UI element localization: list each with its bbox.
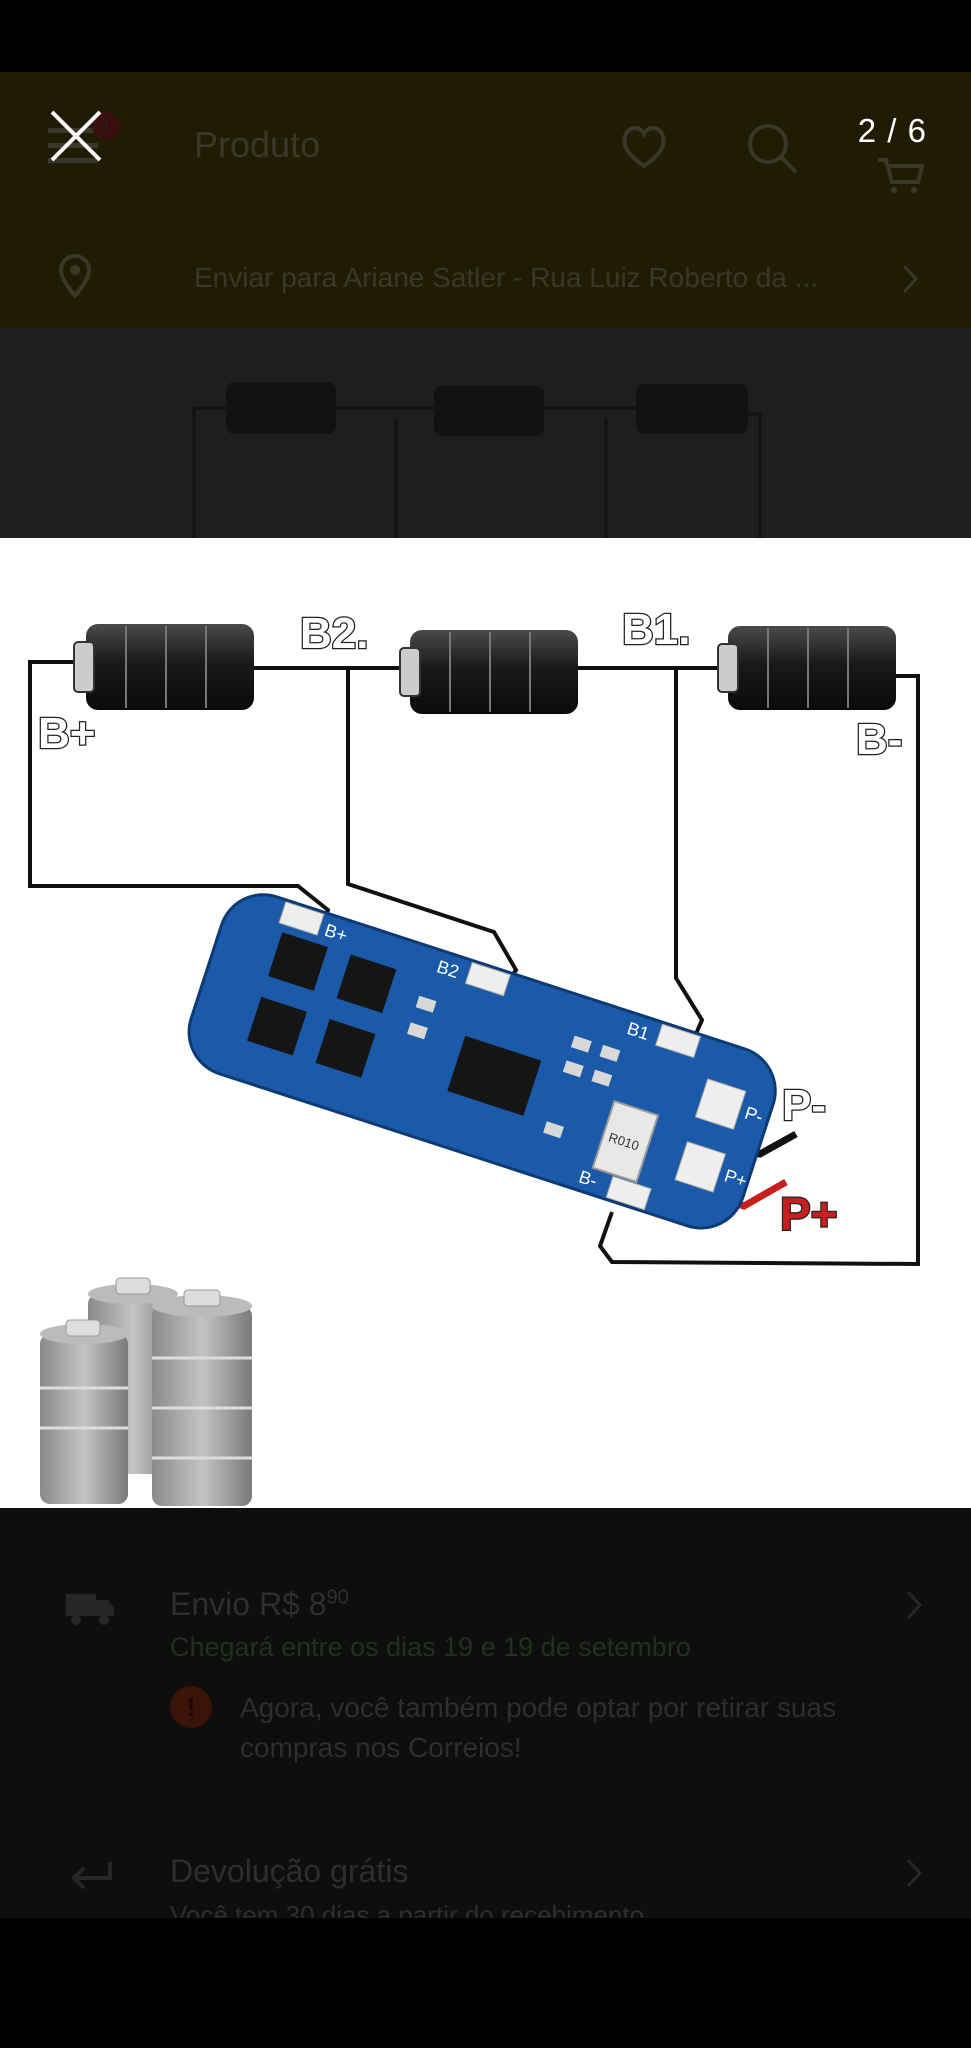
battery-cell-1 [73,624,254,710]
return-icon [66,1858,114,1894]
truck-icon [64,1588,116,1628]
shipping-subtitle: Chegará entre os dias 19 e 19 de setembr… [170,1632,691,1662]
label-p-minus: P- [782,1081,826,1130]
battery-cell-3 [717,626,896,710]
returns-title: Devolução grátis [170,1853,409,1889]
bms-wiring-diagram: B+ B2. B1. B- P- P+ [28,604,920,1506]
gray-batteries-illustration [40,1277,252,1506]
close-button[interactable] [48,108,104,164]
wire-b1 [674,668,705,1053]
close-icon [50,110,102,162]
battery-cell-2 [399,630,578,714]
chevron-right-icon [900,264,920,294]
navigation-bar [0,1918,971,2048]
cart-icon [876,156,926,196]
image-counter: 2 / 6 [857,112,927,149]
shipping-title: Envio R$ 890 [170,1586,349,1623]
wire-b-minus [597,674,920,1267]
heart-icon [618,120,670,172]
page-title: Produto [194,124,321,165]
status-bar [0,0,971,72]
search-icon [744,120,800,176]
background-product-image [0,328,971,538]
chevron-right-icon [904,1858,924,1888]
alert-icon: ! [170,1686,212,1728]
bms-pcb-board: B+ B2 B1 P- P+ B- R010 [187,893,777,1230]
address-text: Enviar para Ariane Satler - Rua Luiz Rob… [194,262,819,293]
label-p-plus: P+ [780,1188,838,1240]
chevron-right-icon [904,1590,924,1620]
shipping-cents: 90 [326,1586,349,1609]
label-b2: B2. [300,609,368,658]
shipping-notice: Agora, você também pode optar por retira… [240,1692,837,1763]
pcb-label-b-minus: B- [576,1167,599,1192]
product-image[interactable]: B+ B2. B1. B- P- P+ [0,538,971,1508]
label-b-plus: B+ [38,709,95,758]
label-b-minus: B- [856,715,902,764]
location-pin-icon [58,254,92,300]
address-bar: Enviar para Ariane Satler - Rua Luiz Rob… [0,232,971,328]
background-details: Envio R$ 890 Chegará entre os dias 19 e … [0,1508,971,1918]
background-battery-preview [192,382,762,538]
pcb-label-p-minus: P- [742,1103,765,1128]
returns-subtitle: Você tem 30 dias a partir do recebimento… [170,1900,652,1918]
shipping-price: Envio R$ 8 [170,1586,327,1622]
label-b1: B1. [622,605,690,654]
app-header: 1 Produto [0,72,971,232]
